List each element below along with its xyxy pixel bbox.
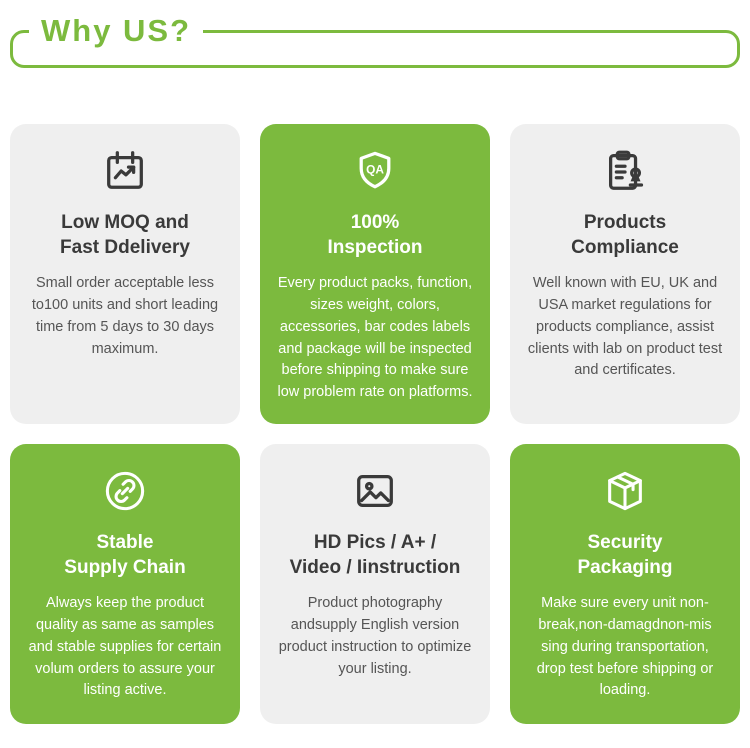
card-body: Well known with EU, UK and USA market re… <box>527 275 723 379</box>
card-packaging: Security Packaging Make sure every unit … <box>510 443 740 724</box>
image-icon <box>352 468 398 514</box>
svg-text:QA: QA <box>366 163 384 177</box>
card-low-moq: Low MOQ and Fast Ddelivery Small order a… <box>10 124 240 424</box>
header-box: Why US? <box>10 11 740 68</box>
cards-grid: Low MOQ and Fast Ddelivery Small order a… <box>10 124 740 724</box>
card-compliance: Products Compliance Well known with EU, … <box>510 124 740 424</box>
card-inspection: QA 100% Inspection Every product packs, … <box>260 124 490 424</box>
card-supply-chain: Stable Supply Chain Always keep the prod… <box>10 443 240 724</box>
card-title: 100% Inspection <box>327 212 423 258</box>
card-title: Low MOQ and Fast Ddelivery <box>60 212 190 258</box>
calendar-chart-icon <box>102 148 148 194</box>
clipboard-stamp-icon <box>602 148 648 194</box>
card-hd-pics: HD Pics / A+ / Video / Iinstruction Prod… <box>260 443 490 724</box>
card-body: Product photography andsupply English ve… <box>278 595 472 677</box>
card-title: Stable Supply Chain <box>64 531 186 578</box>
package-box-icon <box>602 468 648 514</box>
chain-link-icon <box>102 468 148 514</box>
card-title: Security Packaging <box>577 531 673 578</box>
page-title: Why US? <box>29 11 204 52</box>
card-title: Products Compliance <box>571 212 679 258</box>
card-body: Every product packs, function, sizes wei… <box>277 275 473 401</box>
card-body: Small order acceptable less to100 units … <box>31 275 219 357</box>
qa-shield-icon: QA <box>352 148 398 194</box>
card-body: Always keep the product quality as same … <box>28 595 222 699</box>
card-title: HD Pics / A+ / Video / Iinstruction <box>289 531 461 578</box>
card-body: Make sure every unit non-break,non-damag… <box>536 595 714 699</box>
